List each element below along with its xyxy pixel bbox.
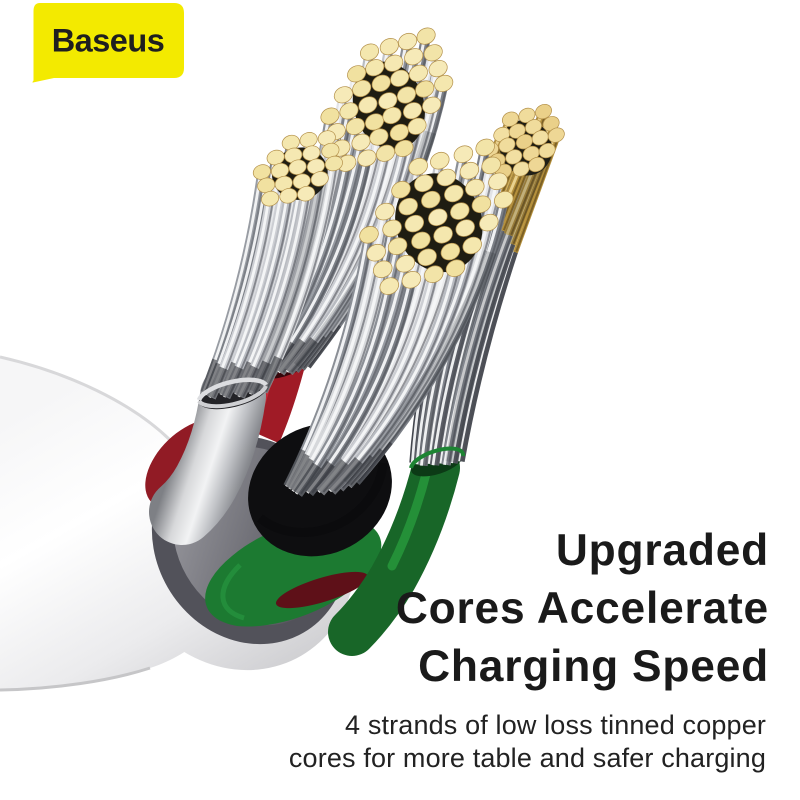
svg-text:Baseus: Baseus — [52, 23, 165, 59]
